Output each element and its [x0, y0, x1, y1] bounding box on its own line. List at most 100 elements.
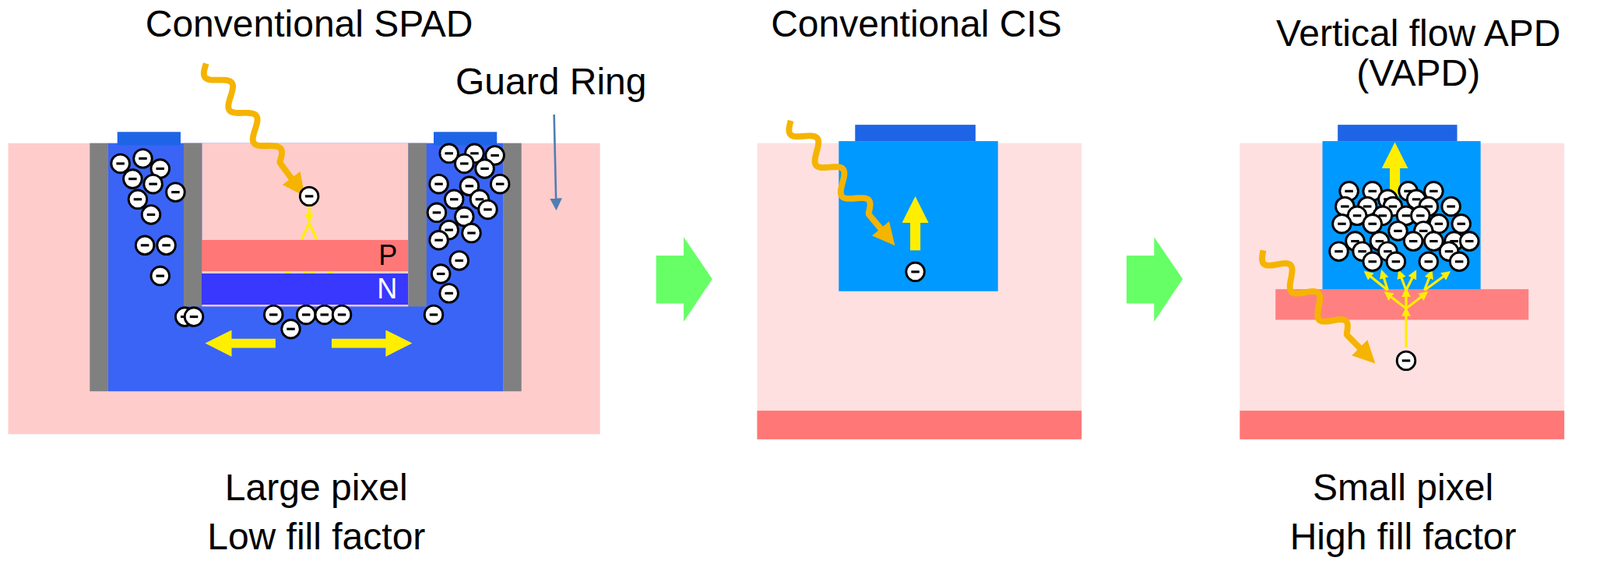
- electron-sign: [1393, 229, 1402, 233]
- electron-sign: [148, 182, 157, 186]
- electron-sign: [1389, 204, 1397, 208]
- electron: [439, 284, 459, 303]
- p-region: [201, 143, 408, 307]
- p-layer: [756, 410, 1082, 440]
- electron-sign: [910, 270, 919, 273]
- electron-sign: [1419, 229, 1428, 233]
- electron-sign: [1357, 249, 1366, 253]
- panel-title: Conventional SPAD: [145, 4, 474, 44]
- electron-sign: [1445, 249, 1453, 253]
- electron: [906, 262, 925, 282]
- electron-sign: [1367, 260, 1376, 263]
- electron-sign: [140, 243, 149, 247]
- electron-sign: [495, 182, 504, 186]
- electron-sign: [156, 274, 165, 278]
- electron: [151, 266, 170, 285]
- electron: [1396, 351, 1416, 370]
- electron-sign: [465, 184, 474, 187]
- carrier-arrow: [1406, 294, 1425, 309]
- electron-sign: [128, 177, 137, 180]
- electron-sign: [1340, 204, 1349, 208]
- electron-sign: [1353, 214, 1361, 217]
- electron-sign: [171, 190, 180, 194]
- carrier-arrow: [331, 338, 399, 349]
- electron-sign: [1334, 249, 1343, 253]
- electron-sign: [1378, 214, 1387, 217]
- electron-sign: [460, 215, 468, 219]
- electron-sign: [432, 210, 441, 214]
- caption-line: Low fill factor: [207, 516, 426, 556]
- electron-sign: [480, 167, 489, 170]
- photon: [203, 63, 299, 188]
- electron: [1403, 232, 1423, 251]
- carrier-arrow: [554, 114, 557, 204]
- electron: [144, 174, 163, 194]
- caption-line: High fill factor: [1290, 516, 1517, 556]
- electron: [462, 223, 482, 243]
- electron: [455, 154, 475, 173]
- electron: [332, 305, 352, 324]
- panel-title: Vertical flow APD (VAPD): [1243, 14, 1594, 93]
- electron: [1452, 214, 1471, 233]
- electron-sign: [1375, 239, 1384, 243]
- electron-sign: [460, 161, 468, 165]
- photodiode: [838, 140, 998, 292]
- electron: [1386, 252, 1406, 271]
- carrier-arrow: [1424, 273, 1448, 290]
- electron-sign: [1434, 222, 1443, 226]
- electrode: [433, 131, 497, 145]
- electron: [490, 174, 510, 194]
- electron: [429, 230, 449, 250]
- p-layer: P: [201, 239, 408, 271]
- carrier-arrow: [1382, 273, 1389, 290]
- electrons: [111, 144, 1479, 370]
- trench-isolation: [89, 143, 109, 391]
- electron-sign: [444, 151, 453, 155]
- electron-sign: [161, 243, 170, 247]
- guard-ring-wall: [407, 143, 427, 307]
- electron: [1441, 196, 1461, 216]
- electron-sign: [1446, 204, 1455, 208]
- n-layer: N: [201, 273, 408, 305]
- electron-sign: [444, 291, 453, 295]
- electron-sign: [138, 157, 147, 160]
- caption-line: Small pixel: [1312, 467, 1494, 507]
- guard-ring-wall: [183, 143, 203, 307]
- electron: [427, 203, 447, 222]
- electron: [157, 235, 176, 255]
- electron-sign: [1457, 222, 1466, 226]
- electron: [1363, 252, 1382, 271]
- photon: [788, 120, 888, 237]
- electron-sign: [1429, 239, 1438, 243]
- electron-sign: [147, 213, 155, 216]
- electron-sign: [1367, 189, 1376, 193]
- electron: [429, 174, 449, 194]
- callout-label: Guard Ring: [455, 62, 647, 102]
- electron-sign: [444, 228, 453, 232]
- electron-sign: [475, 197, 484, 201]
- electron: [1449, 252, 1469, 271]
- electron: [1329, 242, 1349, 261]
- carrier-arrow: [910, 209, 921, 250]
- electron-sign: [1367, 222, 1376, 226]
- electron-sign: [1465, 239, 1474, 243]
- electron-sign: [320, 312, 329, 316]
- electron-sign: [1412, 197, 1421, 201]
- panel-title: Conventional CIS: [770, 4, 1062, 44]
- photon: [1262, 249, 1368, 356]
- carrier-arrow: [1387, 294, 1407, 309]
- p-layer: [1239, 410, 1565, 440]
- electron: [299, 186, 319, 206]
- electron-sign: [436, 272, 445, 275]
- electron: [1332, 214, 1352, 233]
- electron: [478, 200, 498, 219]
- electron: [123, 169, 143, 189]
- electron: [1419, 252, 1439, 271]
- electron-sign: [1429, 189, 1438, 193]
- electron: [128, 189, 148, 209]
- electron-sign: [1455, 260, 1463, 263]
- electron-sign: [286, 327, 295, 331]
- electron: [424, 305, 444, 324]
- electron-sign: [337, 312, 346, 316]
- electron-sign: [116, 161, 124, 165]
